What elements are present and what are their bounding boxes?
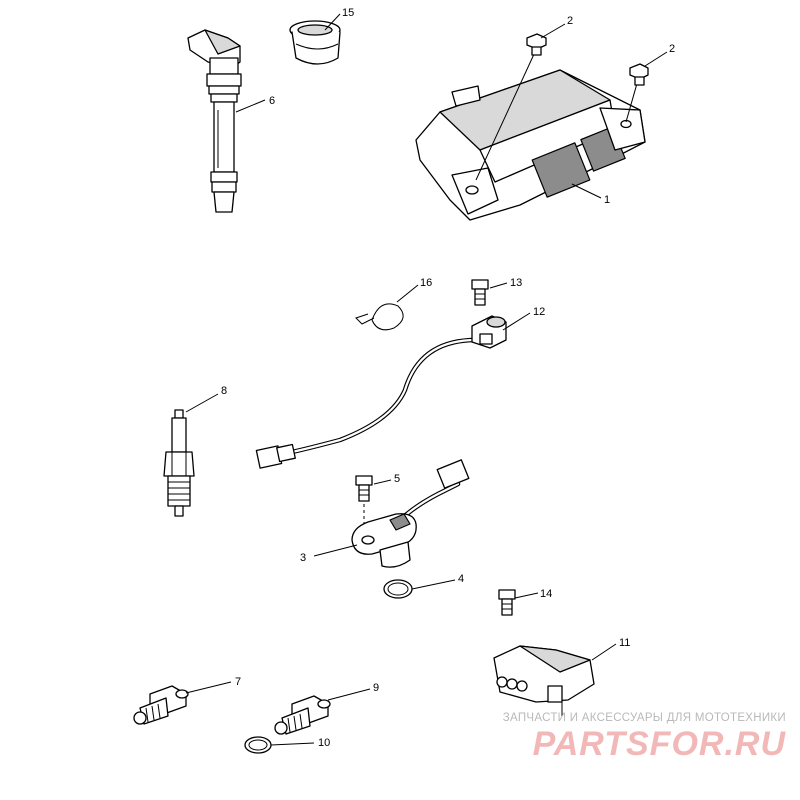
watermark-logo: PARTSFOR.RU — [532, 725, 786, 763]
temp-sensor-part — [133, 685, 189, 725]
spring-clip-part — [355, 303, 404, 331]
spark-plug-part — [163, 409, 195, 517]
callout-2: 2 — [567, 15, 573, 27]
leader-line — [571, 183, 602, 199]
leader-line — [502, 312, 531, 331]
callout-numbers: 15 2 2 6 1 16 13 12 8 5 3 4 14 11 7 9 10 — [221, 7, 675, 749]
watermark: ЗАПЧАСТИ И АКСЕССУАРЫ ДЛЯ МОТОТЕХНИКИ PA… — [486, 712, 786, 762]
callout-11: 11 — [619, 637, 630, 649]
map-sensor-part — [493, 645, 595, 716]
callout-8: 8 — [221, 385, 227, 397]
callout-1: 1 — [604, 194, 610, 206]
leader-line — [411, 579, 456, 590]
callout-14: 14 — [540, 588, 552, 600]
ecu-bolt-part — [629, 63, 649, 86]
callout-4: 4 — [458, 573, 464, 585]
ecu-module-part — [415, 51, 646, 221]
leader-line — [489, 282, 508, 289]
callout-6: 6 — [269, 95, 275, 107]
callout-5: 5 — [394, 473, 400, 485]
leader-line — [396, 284, 419, 303]
leader-line — [591, 643, 617, 661]
callout-15: 15 — [342, 7, 354, 19]
leader-line — [540, 23, 566, 39]
watermark-caption: ЗАПЧАСТИ И АКСЕССУАРЫ ДЛЯ МОТОТЕХНИКИ — [502, 712, 786, 724]
sensor-bolt-part — [355, 475, 373, 528]
sensor-bolt-part — [498, 589, 516, 616]
cam-sensor-part — [351, 459, 470, 568]
crank-sensor-harness-part — [255, 315, 507, 469]
leader-line — [313, 544, 358, 557]
callout-7: 7 — [235, 676, 241, 688]
leader-lines — [185, 13, 668, 746]
callout-12: 12 — [533, 306, 545, 318]
boot-seal-part — [289, 20, 341, 65]
leader-line — [514, 592, 539, 599]
sensor-bolt-part — [471, 279, 489, 306]
leader-line — [185, 681, 232, 694]
leader-line — [270, 742, 315, 746]
o-ring-part — [244, 736, 272, 754]
leader-line — [327, 688, 371, 701]
leader-line — [324, 13, 341, 31]
leader-line — [644, 51, 668, 67]
callout-16: 16 — [420, 277, 432, 289]
callout-9: 9 — [373, 682, 379, 694]
callout-3: 3 — [300, 552, 306, 564]
o-ring-part — [383, 579, 413, 599]
temp-sensor-part — [274, 695, 331, 735]
leader-line — [185, 393, 219, 413]
ignition-coil-part — [187, 29, 242, 213]
callout-10: 10 — [318, 737, 330, 749]
callout-2: 2 — [669, 43, 675, 55]
leader-line — [373, 479, 392, 485]
leader-line — [235, 99, 266, 113]
callout-13: 13 — [510, 277, 522, 289]
